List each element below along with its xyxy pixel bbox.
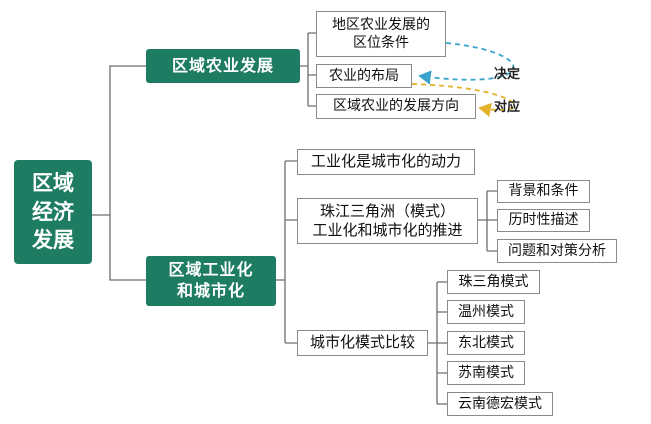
model-northeast-node: 东北模式	[447, 331, 525, 355]
prd-problems-node: 问题和对策分析	[497, 239, 617, 263]
industry-node: 区域工业化 和城市化	[146, 256, 276, 306]
decide-arrow	[418, 42, 515, 85]
model-sunan-node: 苏南模式	[447, 361, 525, 385]
prd-history-node: 历时性描述	[497, 209, 590, 232]
root-node: 区域 经济 发展	[14, 160, 92, 264]
agriculture-node: 区域农业发展	[146, 49, 300, 83]
decide-label: 决定	[494, 67, 521, 82]
agri-layout-node: 农业的布局	[316, 64, 412, 88]
model-wenzhou-node: 温州模式	[447, 300, 525, 324]
agri-location-conditions-node: 地区农业发展的 区位条件	[316, 11, 446, 57]
industrialization-driver-node: 工业化是城市化的动力	[297, 149, 475, 175]
prd-model-node: 珠江三角洲（模式） 工业化和城市化的推进	[297, 198, 478, 244]
connector-agriculture	[300, 32, 316, 107]
model-yunnan-dehong-node: 云南德宏模式	[447, 392, 553, 416]
connector-industry	[276, 160, 297, 344]
correspond-arrow	[411, 83, 515, 118]
prd-background-node: 背景和条件	[497, 180, 590, 203]
urbanization-compare-node: 城市化模式比较	[297, 330, 428, 356]
correspond-label: 对应	[494, 100, 521, 115]
model-prd-node: 珠三角模式	[447, 270, 540, 294]
connector-root-branches	[92, 65, 146, 281]
connector-compare	[428, 281, 447, 405]
connector-prd	[478, 190, 497, 252]
agri-direction-node: 区域农业的发展方向	[316, 94, 476, 119]
